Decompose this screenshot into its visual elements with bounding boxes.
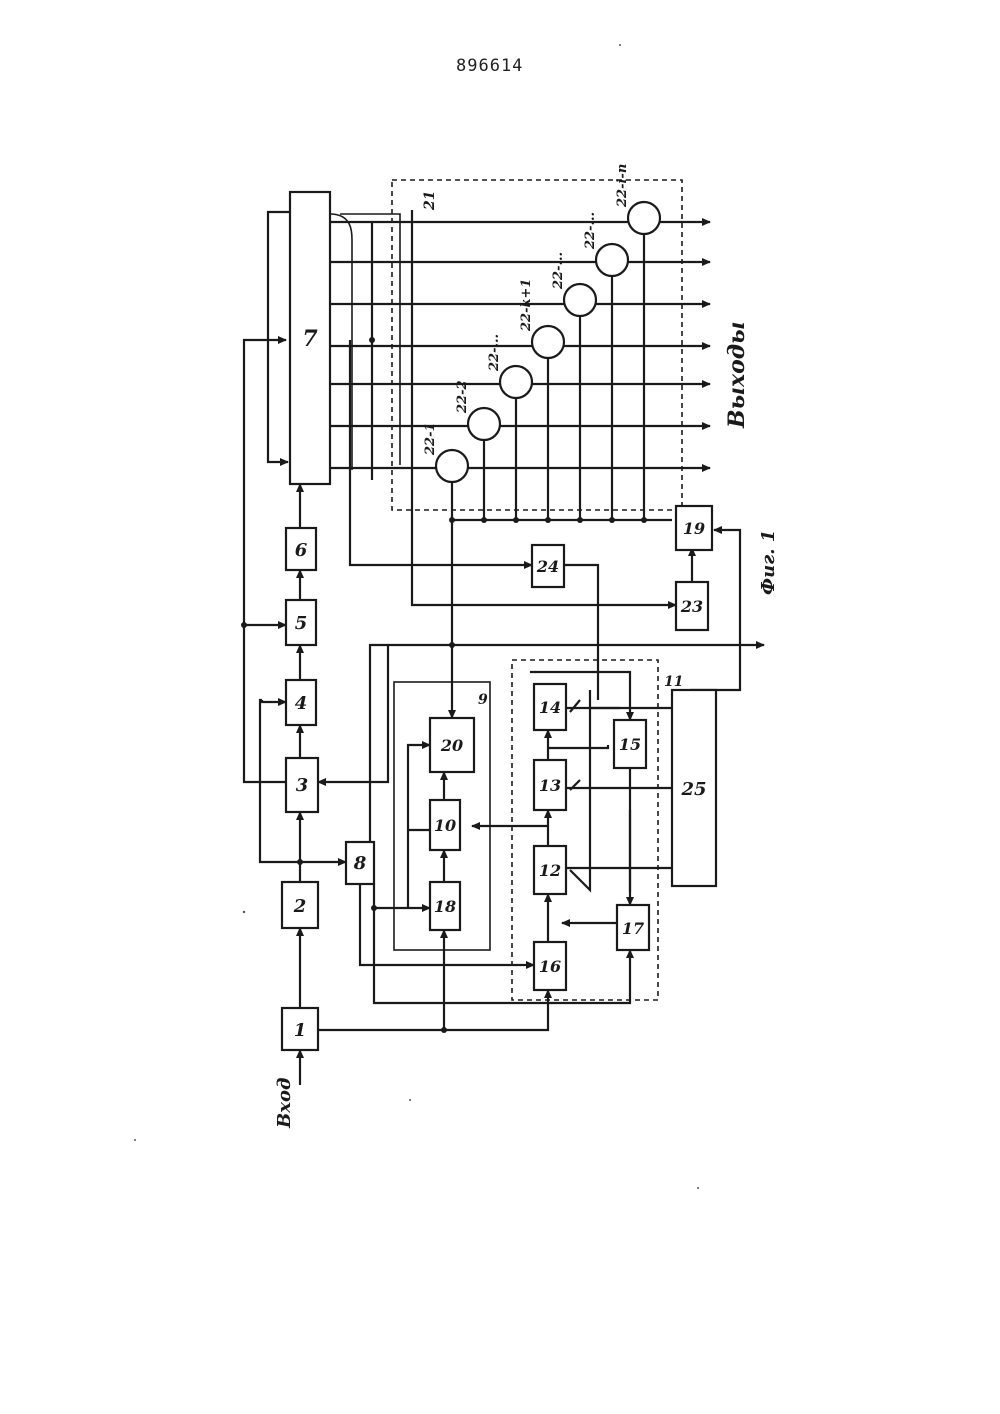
svg-text:4: 4 (295, 693, 308, 714)
block-7: 7 (290, 192, 330, 484)
block-20: 20 (430, 718, 474, 772)
svg-text:18: 18 (434, 897, 456, 916)
comparator-label: 22-2 (455, 380, 470, 414)
svg-text:25: 25 (680, 779, 706, 800)
comparators: 22-1 22-2 22-... 22-k+1 22-... 22-... 22… (423, 164, 660, 482)
input-label: Вход (274, 1078, 295, 1129)
comparator-22-5 (564, 284, 596, 316)
block-16: 16 (534, 942, 566, 990)
svg-text:10: 10 (434, 816, 456, 835)
svg-text:24: 24 (536, 557, 559, 576)
comparator-label: 22-... (583, 212, 598, 250)
block-5: 5 (286, 600, 316, 645)
svg-text:8: 8 (353, 853, 367, 874)
block-10: 10 (430, 800, 460, 850)
comparator-22-6 (596, 244, 628, 276)
comparator-label: 22-... (551, 252, 566, 290)
block-4: 4 (286, 680, 316, 725)
svg-text:23: 23 (680, 597, 703, 616)
block-12: 12 (534, 846, 566, 894)
svg-text:7: 7 (302, 326, 318, 352)
block-2: 2 (282, 882, 318, 928)
svg-text:13: 13 (539, 776, 561, 795)
svg-text:19: 19 (683, 519, 705, 538)
comparator-label: 22-k+1 (519, 279, 534, 332)
svg-text:17: 17 (622, 919, 644, 938)
block-13: 13 (534, 760, 566, 810)
block-8: 8 (346, 842, 374, 884)
svg-text:5: 5 (295, 613, 308, 634)
block-23: 23 (676, 582, 708, 630)
block-19: 19 (676, 506, 712, 550)
block-18: 18 (430, 882, 460, 930)
scan-specks (134, 44, 699, 1189)
block-25: 25 (672, 690, 716, 886)
comparator-label: 22-... (487, 334, 502, 372)
comparator-label: 22-1 (423, 422, 438, 456)
comparator-22-2 (468, 408, 500, 440)
svg-text:2: 2 (293, 896, 307, 917)
block-1: 1 (282, 1008, 318, 1050)
blocks: 1 2 3 4 5 6 7 8 18 10 20 16 12 13 14 (282, 192, 716, 1050)
svg-text:16: 16 (539, 957, 561, 976)
comparator-label: 22-i-n (615, 164, 630, 208)
group-label-11: 11 (664, 674, 683, 690)
figure-caption: Фиг. 1 (758, 530, 779, 595)
comparator-22-n (628, 202, 660, 234)
svg-text:14: 14 (539, 698, 561, 717)
svg-text:6: 6 (295, 540, 308, 561)
outputs-label: Выходы (724, 322, 750, 429)
block-6: 6 (286, 528, 316, 570)
comparator-22-3 (500, 366, 532, 398)
block-17: 17 (617, 905, 649, 950)
block-15: 15 (614, 720, 646, 768)
svg-text:12: 12 (539, 861, 561, 880)
block-24: 24 (532, 545, 564, 587)
svg-text:3: 3 (296, 775, 309, 796)
svg-text:15: 15 (619, 735, 641, 754)
group-label-21: 21 (422, 191, 438, 211)
block-3: 3 (286, 758, 318, 812)
group-label-9: 9 (478, 692, 488, 708)
block-14: 14 (534, 684, 566, 730)
svg-text:1: 1 (294, 1020, 307, 1041)
comparator-22-1 (436, 450, 468, 482)
comparator-22-k1 (532, 326, 564, 358)
svg-text:20: 20 (440, 736, 463, 755)
